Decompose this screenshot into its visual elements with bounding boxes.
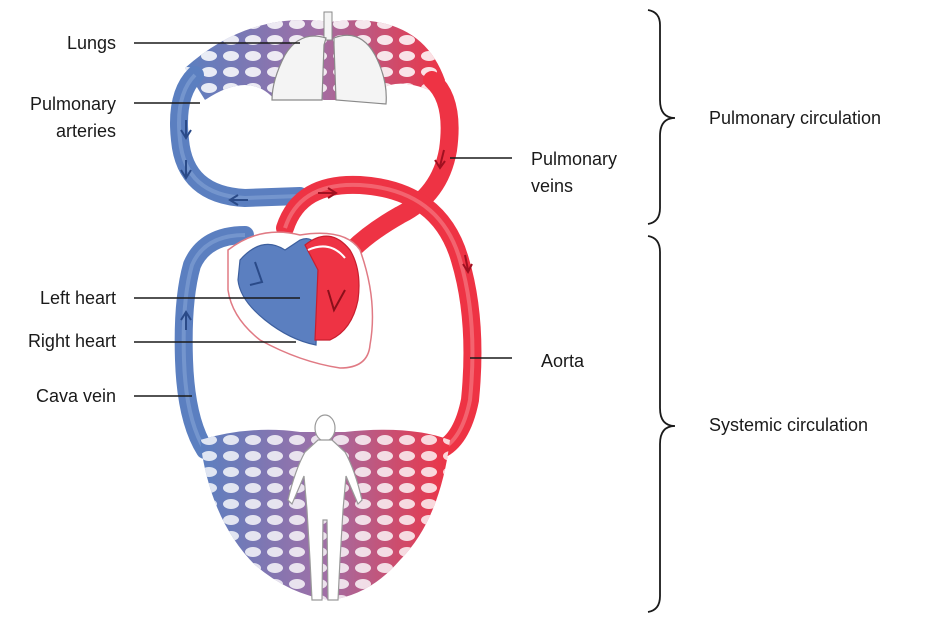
heart-icon: [228, 232, 372, 368]
label-cava-vein: Cava vein: [0, 383, 116, 410]
label-aorta: Aorta: [541, 348, 584, 375]
label-pulmonary-veins-line1: Pulmonary: [531, 146, 617, 173]
systemic-brace: [648, 236, 675, 612]
label-pulmonary-circulation: Pulmonary circulation: [709, 105, 881, 132]
label-pulmonary-arteries-line2: arteries: [0, 118, 116, 145]
label-left-heart: Left heart: [0, 285, 116, 312]
label-pulmonary-veins-line2: veins: [531, 173, 573, 200]
pulmonary-brace: [648, 10, 675, 224]
label-systemic-circulation: Systemic circulation: [709, 412, 868, 439]
label-pulmonary-arteries-line1: Pulmonary: [0, 91, 116, 118]
label-lungs: Lungs: [20, 30, 116, 57]
label-right-heart: Right heart: [0, 328, 116, 355]
